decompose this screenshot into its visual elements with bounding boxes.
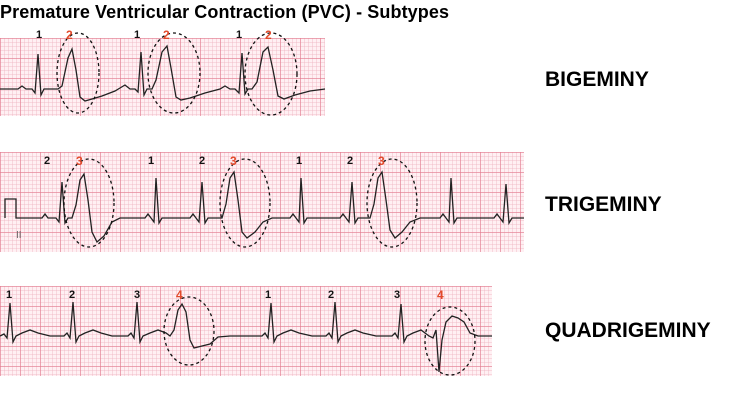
- lead-label: II: [16, 230, 22, 241]
- beat-label: 1: [148, 155, 154, 167]
- pvc-beat-label: 2: [66, 28, 73, 42]
- ecg-trace-trigeminy: [4, 170, 524, 244]
- pvc-highlight: [366, 158, 418, 248]
- pvc-highlight: [219, 158, 271, 248]
- beat-label: 2: [347, 155, 353, 167]
- pvc-beat-label: 3: [230, 154, 237, 168]
- pvc-highlight: [163, 296, 215, 366]
- beat-label: 1: [296, 155, 302, 167]
- pvc-beat-label: 4: [437, 288, 444, 302]
- beat-label: 2: [199, 155, 205, 167]
- beat-label: 1: [36, 29, 42, 41]
- page-title: Premature Ventricular Contraction (PVC) …: [0, 2, 450, 22]
- beat-label: 1: [134, 29, 140, 41]
- pvc-highlight: [56, 32, 100, 114]
- ecg-strip-bigeminy: [0, 38, 325, 116]
- pvc-highlight: [63, 158, 115, 248]
- beat-label: 1: [265, 289, 271, 301]
- subtype-label-bigeminy: BIGEMINY: [545, 68, 649, 91]
- beat-label: 3: [394, 289, 400, 301]
- ecg-strip-trigeminy: [0, 152, 524, 252]
- subtype-label-trigeminy: TRIGEMINY: [545, 193, 662, 216]
- pvc-beat-label: 4: [176, 288, 183, 302]
- subtype-label-quadrigeminy: QUADRIGEMINY: [545, 319, 711, 342]
- pvc-highlight: [424, 306, 476, 376]
- pvc-highlight: [147, 32, 201, 114]
- pvc-beat-label: 2: [163, 28, 170, 42]
- beat-label: 1: [6, 289, 12, 301]
- beat-label: 2: [44, 155, 50, 167]
- beat-label: 2: [69, 289, 75, 301]
- beat-label: 2: [328, 289, 334, 301]
- ecg-trace-bigeminy: [0, 44, 326, 102]
- pvc-highlight: [244, 32, 298, 116]
- pvc-beat-label: 3: [378, 154, 385, 168]
- beat-label: 3: [134, 289, 140, 301]
- beat-label: 1: [236, 29, 242, 41]
- pvc-beat-label: 3: [76, 154, 83, 168]
- ecg-trace-quadrigeminy: [0, 301, 492, 373]
- ecg-strip-quadrigeminy: [0, 286, 492, 376]
- pvc-beat-label: 2: [265, 28, 272, 42]
